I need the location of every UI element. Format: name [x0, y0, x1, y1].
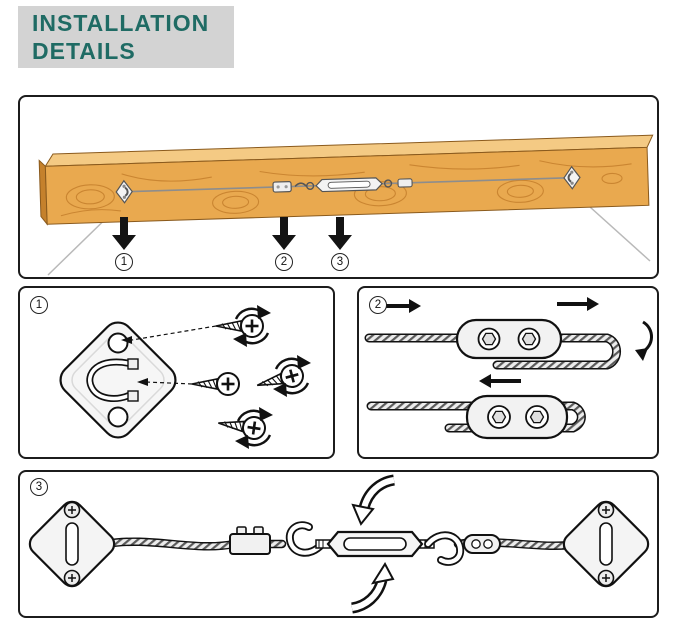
threading-arrows	[379, 297, 653, 388]
screw-right	[253, 353, 313, 399]
clamp-threading-diagram	[364, 297, 653, 388]
right-hook	[424, 531, 465, 566]
step3-label: 3	[30, 478, 48, 496]
pad-eye-screw-illustration	[59, 303, 313, 451]
step2-panel: 2	[357, 286, 659, 459]
wood-beam	[38, 134, 654, 226]
left-pad-eye-plate	[28, 500, 116, 588]
beam-hardware	[115, 165, 581, 204]
right-pad-eye-plate	[562, 500, 650, 588]
hook-small	[294, 182, 307, 187]
right-arrow-1	[379, 299, 421, 313]
screw-middle	[190, 371, 241, 397]
step3-panel: 3	[18, 470, 659, 618]
full-assembly-illustration	[28, 474, 650, 614]
left-pad-eye-small	[115, 179, 133, 204]
down-arrow-2	[272, 217, 296, 250]
curve-arrow	[641, 320, 653, 354]
left-hook	[285, 521, 326, 557]
page-title-line1: INSTALLATION	[32, 9, 210, 36]
step1-panel: 1	[18, 286, 335, 459]
guide-lines	[131, 325, 217, 385]
wire-clamp-illustration	[364, 297, 653, 440]
plate-top-hole	[107, 332, 129, 354]
title-banner: INSTALLATION DETAILS	[18, 6, 234, 68]
plate-d-ring	[86, 358, 139, 403]
right-arrow-2	[557, 297, 599, 311]
callout-number-2: 2	[275, 253, 293, 271]
screw-bottom	[215, 405, 275, 451]
clamp-finished-diagram	[366, 394, 586, 440]
guide-arrowhead-mid	[137, 378, 148, 386]
duplex-clamp-open	[455, 318, 563, 360]
overview-panel: 1 2 3	[18, 95, 659, 279]
wood-grain	[60, 160, 632, 217]
page-title-line2: DETAILS	[32, 38, 136, 64]
pad-eye-plate	[59, 321, 177, 439]
callout-number-3: 3	[331, 253, 349, 271]
step2-label: 2	[369, 296, 387, 314]
step1-label: 1	[30, 296, 48, 314]
duplex-clamp-closed	[465, 394, 569, 440]
callout-number-1: 1	[115, 253, 133, 271]
rotate-arrow-top	[351, 474, 396, 526]
callout-arrows	[112, 217, 352, 250]
rotate-arrow-bottom	[350, 562, 395, 614]
fitting-small	[397, 178, 413, 188]
guide-arrowhead-top	[121, 336, 132, 344]
rope-clamp	[229, 526, 271, 555]
screw-top	[214, 303, 273, 349]
oval-ferrule	[463, 534, 501, 554]
turnbuckle	[315, 530, 435, 558]
plate-bottom-hole	[107, 406, 129, 428]
left-arrow	[479, 374, 521, 388]
down-arrow-1	[112, 217, 136, 250]
beam-overview-illustration	[38, 134, 654, 276]
down-arrow-3	[328, 217, 352, 250]
right-pad-eye-small	[563, 165, 581, 190]
turnbuckle-small	[306, 177, 393, 193]
wire-clamp-small	[272, 181, 292, 193]
